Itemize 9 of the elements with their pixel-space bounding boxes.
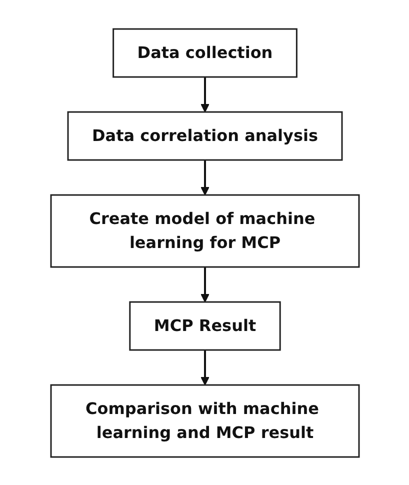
node-box: MCP Result [128,300,280,350]
arrow [200,350,209,385]
node-box: Data collection [112,28,297,78]
arrow [200,160,209,195]
node-box: Create model of machine learning for MCP [50,194,360,268]
node-box: Data correlation analysis [66,110,342,160]
node-box: Comparison with machine learning and MCP result [50,384,360,458]
arrow [200,266,209,302]
arrow [200,76,209,112]
